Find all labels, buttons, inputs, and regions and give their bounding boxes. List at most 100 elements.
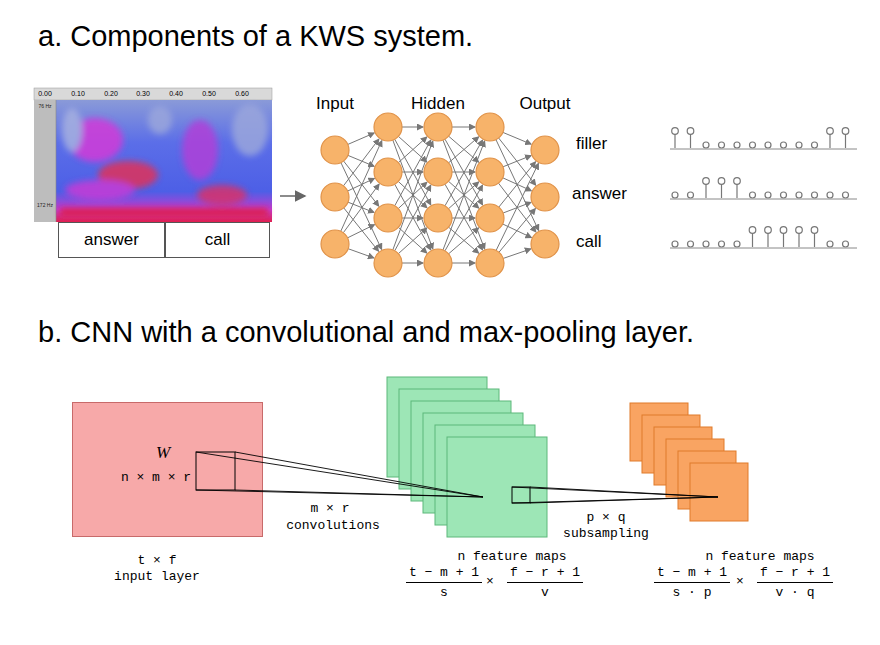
network-connection [449, 137, 479, 163]
spike-stem [705, 184, 706, 198]
neural-network [321, 113, 559, 277]
spike-head [703, 178, 710, 185]
axis-tick: 0.00 [38, 90, 52, 98]
spike-head [672, 241, 678, 247]
axis-tick: 0.50 [202, 90, 216, 98]
network-connection [393, 141, 433, 250]
spectrogram [34, 88, 272, 222]
network-connection [348, 178, 375, 191]
axis-tick: 0.40 [169, 90, 183, 98]
spike-head [672, 192, 678, 198]
flow-arrow [280, 195, 305, 197]
neuron [424, 158, 452, 186]
network-connection [402, 172, 423, 173]
network-connection [348, 133, 374, 144]
spike-head [687, 128, 694, 135]
network-connection [348, 155, 374, 166]
convolution-projection [72, 402, 263, 537]
spike-stem [690, 134, 691, 148]
formula-numerator: f − r + 1 [757, 566, 833, 583]
axis-label: 172 Hz [37, 203, 53, 209]
layer-label: Hidden [411, 94, 465, 114]
axis-tick: 0.20 [104, 90, 118, 98]
formula-numerator: f − r + 1 [507, 566, 583, 583]
neuron [321, 136, 349, 164]
neuron [531, 136, 559, 164]
neuron [476, 158, 504, 186]
spike-head [734, 241, 740, 247]
spike-head [796, 142, 802, 148]
spike-head [780, 227, 787, 234]
spike-head [688, 241, 694, 247]
formula-denominator: s [440, 586, 448, 601]
spike-head [796, 227, 803, 234]
spike-head [672, 128, 679, 135]
pooling-projection [512, 487, 718, 503]
network-connection [452, 127, 475, 128]
spike-head [750, 142, 756, 148]
axis-tick: 0.30 [136, 90, 150, 98]
spike-stem [783, 233, 784, 247]
network-connection [449, 227, 479, 253]
neuron [374, 249, 402, 277]
spike-head [811, 227, 818, 234]
segment-box: call [165, 222, 270, 258]
spike-head [827, 128, 834, 135]
projection-line [235, 452, 483, 497]
network-connection [348, 225, 375, 238]
spike-head [734, 178, 741, 185]
spike-stem [845, 134, 846, 148]
neuron [424, 204, 452, 232]
segment-box: answer [58, 222, 165, 258]
neuron [374, 158, 402, 186]
operation-label: subsampling [563, 527, 649, 542]
spike-stem [674, 134, 675, 148]
spike-head [719, 241, 725, 247]
dimension-label: m × r [310, 502, 349, 517]
spike-baseline [670, 248, 857, 249]
output-label: call [576, 232, 602, 252]
output-label: filler [576, 134, 607, 154]
network-connection [499, 209, 535, 253]
map-caption: n feature maps [457, 550, 566, 565]
box-label: answer [84, 230, 139, 250]
spike-head [796, 192, 802, 198]
projection-line [196, 490, 483, 497]
box-label: W [156, 443, 170, 463]
neuron [321, 183, 349, 211]
spike-head [781, 142, 787, 148]
spike-head [827, 192, 833, 198]
spike-head [765, 142, 771, 148]
spike-head [842, 128, 849, 135]
spike-head [827, 241, 833, 247]
section-title: a. Components of a KWS system. [38, 20, 473, 53]
network-connection [449, 228, 479, 254]
spike-stem [767, 233, 768, 247]
spike-baseline [670, 149, 857, 150]
feature-maps [387, 377, 547, 537]
formula-numerator: t − m + 1 [406, 566, 482, 583]
spike-head [781, 192, 787, 198]
network-connection [443, 141, 485, 250]
network-connection [503, 156, 531, 167]
spike-head [718, 178, 725, 185]
spike-stem [752, 233, 753, 247]
network-connection [499, 162, 536, 207]
spike-head [765, 192, 771, 198]
spike-head [719, 142, 725, 148]
network-connection [402, 127, 423, 128]
spike-stem [798, 233, 799, 247]
neuron [476, 204, 504, 232]
network-connection [348, 249, 374, 258]
formula-operator: × [736, 575, 744, 590]
network-connection [452, 172, 475, 173]
neuron [476, 249, 504, 277]
neuron [374, 113, 402, 141]
formula-denominator: v [541, 586, 549, 601]
spike-head [843, 241, 849, 247]
spike-baseline [670, 199, 857, 200]
filter-window [196, 452, 235, 490]
network-connection [398, 227, 426, 253]
spike-head [812, 142, 818, 148]
